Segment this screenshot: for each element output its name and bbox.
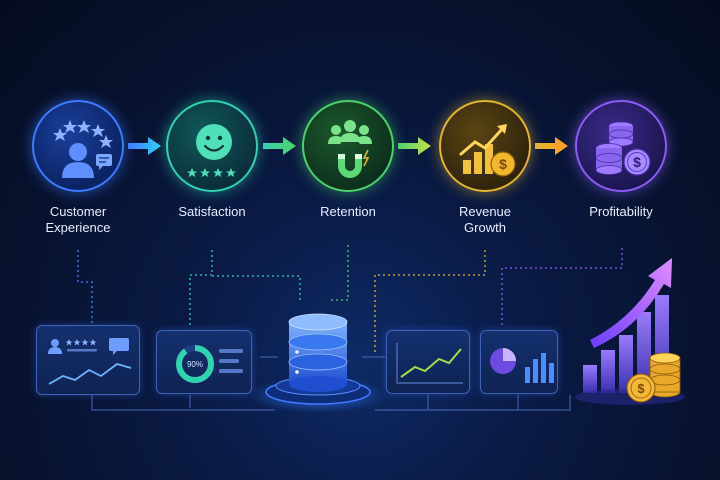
panel-pie-bars (480, 330, 558, 394)
database-hub-icon (248, 313, 388, 413)
coin-stack-icon: $ (575, 100, 667, 192)
stage-label: Customer Experience (45, 204, 111, 235)
connector-customer (77, 250, 93, 325)
panel-revenue-line (386, 330, 470, 394)
arrow-right-icon (263, 137, 296, 155)
customer-stars-chat-icon (32, 100, 124, 192)
gold-coins-icon: $ (626, 352, 681, 403)
svg-text:$: $ (499, 156, 507, 172)
rising-profit-chart-icon (575, 258, 685, 405)
connector-retention (330, 245, 349, 301)
connector-satisfaction (189, 250, 213, 325)
arrow-right-icon (535, 137, 568, 155)
stage-revenue-growth: $ Revenue Growth (437, 100, 533, 236)
people-magnet-icon (302, 100, 394, 192)
stage-retention: Retention (300, 100, 396, 220)
stage-label: Revenue Growth (458, 204, 512, 235)
svg-text:$: $ (637, 381, 645, 396)
smiley-stars-icon (166, 100, 258, 192)
stage-label: Profitability (589, 204, 653, 219)
user-icon (51, 339, 59, 347)
gauge-percent: 90% (186, 360, 203, 369)
stage-profitability: $ Profitability (573, 100, 669, 220)
stage-satisfaction: Satisfaction (164, 100, 260, 220)
arrow-right-icon (128, 137, 161, 155)
growth-bars-dollar-icon: $ (439, 100, 531, 192)
panel-satisfaction-gauge: 90% (156, 330, 252, 394)
connector-profitability (501, 248, 623, 325)
connector-revenue (374, 250, 486, 355)
stage-customer-experience: Customer Experience (30, 100, 126, 236)
stage-label: Retention (320, 204, 376, 219)
stage-label: Satisfaction (178, 204, 246, 219)
panel-customer-reviews (36, 325, 140, 395)
svg-text:$: $ (633, 154, 641, 170)
arrow-right-icon (398, 137, 431, 155)
connector-satisfaction-hub (212, 275, 301, 300)
